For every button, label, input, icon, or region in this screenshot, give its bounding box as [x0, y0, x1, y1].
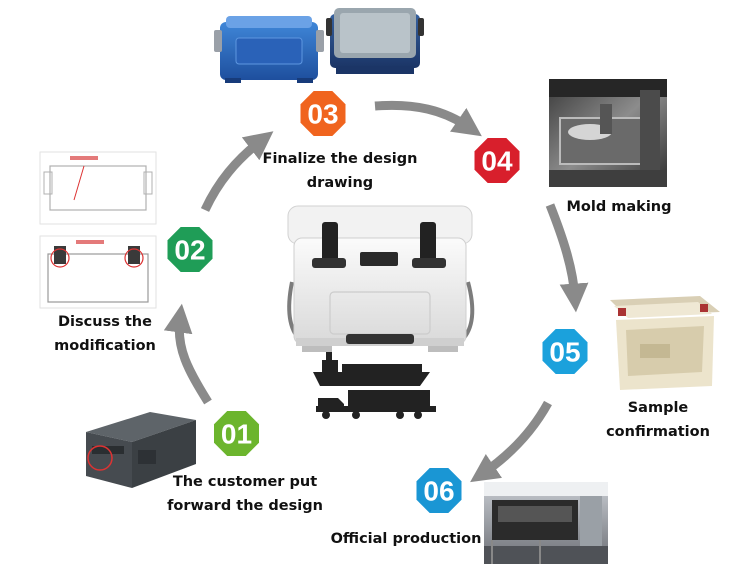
badge-04: 04: [475, 138, 520, 183]
badge-06-number: 06: [423, 476, 454, 507]
badge-05: 05: [543, 329, 588, 374]
arrow-05-to-06: [482, 403, 548, 474]
badge-02-number: 02: [174, 235, 205, 266]
step-02-label-line2: modification: [30, 334, 180, 358]
step-03-label-line2: drawing: [255, 171, 425, 195]
badge-04-number: 04: [481, 146, 513, 177]
step-05-label-line2: confirmation: [596, 420, 720, 444]
step-01-label-line2: forward the design: [160, 494, 330, 518]
arrow-03-to-04: [375, 105, 470, 128]
step-03-label: Finalize the design drawing: [255, 147, 425, 195]
step-02-label: Discuss the modification: [30, 310, 180, 358]
badge-01-number: 01: [221, 419, 252, 450]
step-04-image-mold-machine: [549, 79, 667, 187]
badge-01: 01: [214, 411, 259, 456]
step-05-label-line1: Sample: [596, 396, 720, 420]
step-05-label: Sample confirmation: [596, 396, 720, 444]
step-03-label-line1: Finalize the design: [255, 147, 425, 171]
ship-icon: [313, 352, 430, 386]
arrow-02-to-03: [205, 140, 262, 210]
step-06-label: Official production: [326, 527, 486, 551]
step-04-label-line1: Mold making: [556, 195, 682, 219]
step-04-label: Mold making: [556, 195, 682, 219]
badge-03: 03: [301, 91, 346, 136]
step-06-image-factory: [484, 482, 608, 564]
center-image-white-cooler: [288, 206, 472, 352]
badge-02: 02: [168, 227, 213, 272]
step-06-label-line1: Official production: [326, 527, 486, 551]
step-02-image-drawings: [40, 152, 156, 308]
step-05-image-sample-cooler: [610, 296, 720, 390]
step-01-label-line1: The customer put: [160, 470, 330, 494]
step-01-label: The customer put forward the design: [160, 470, 330, 518]
truck-icon: [316, 390, 436, 419]
badge-03-number: 03: [307, 99, 338, 130]
arrow-01-to-02: [179, 318, 208, 402]
badge-06: 06: [417, 468, 462, 513]
badge-05-number: 05: [549, 337, 580, 368]
step-02-label-line1: Discuss the: [30, 310, 180, 334]
step-03-image-blue-coolers: [214, 8, 424, 83]
